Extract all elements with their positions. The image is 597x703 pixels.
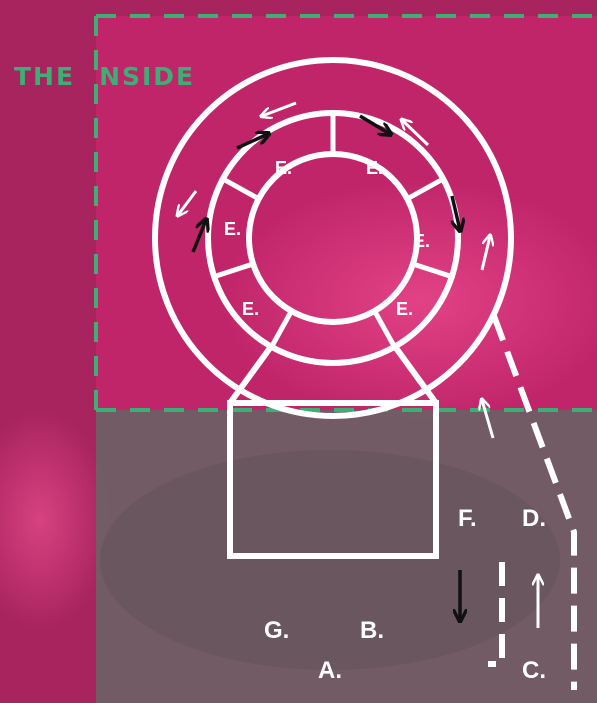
crowd-shadow [100, 450, 560, 670]
label-f: F. [458, 505, 477, 533]
stall-label-e: E. [413, 231, 430, 252]
label-a: A. [318, 657, 342, 685]
stall-label-e: E. [242, 299, 259, 320]
page-title: THE NSIDE [14, 62, 195, 91]
title-word-nside: NSIDE [99, 62, 195, 91]
label-b: B. [360, 617, 384, 645]
label-c: C. [522, 657, 546, 685]
stall-label-e: E. [224, 219, 241, 240]
title-word-the: THE [14, 62, 75, 91]
label-g: G. [264, 617, 289, 645]
label-d: D. [522, 505, 546, 533]
stall-label-e: E. [366, 158, 383, 179]
stall-label-e: E. [396, 299, 413, 320]
stall-label-e: E. [275, 158, 292, 179]
